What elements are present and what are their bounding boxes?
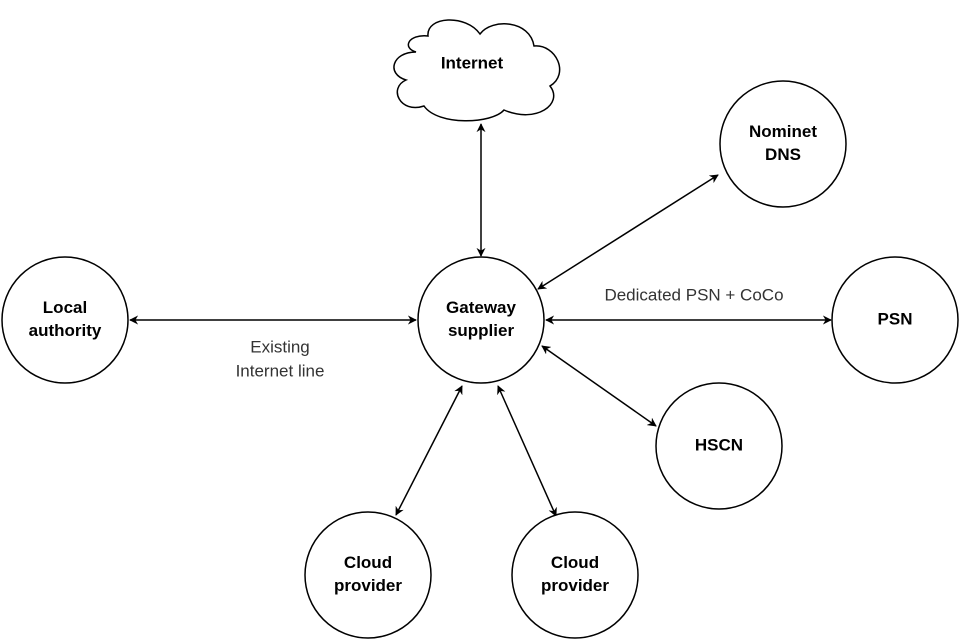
- node-cloud-provider-1[interactable]: Cloud provider: [304, 511, 432, 639]
- node-label: Internet: [441, 53, 504, 72]
- node-label: supplier: [448, 321, 515, 340]
- node-psn[interactable]: PSN: [831, 256, 959, 384]
- node-label: PSN: [878, 309, 913, 328]
- edge-gateway-nominet-dns[interactable]: [537, 174, 719, 290]
- edge-gateway-cloud-provider-2[interactable]: [497, 385, 557, 517]
- node-internet[interactable]: Internet: [393, 19, 561, 122]
- circle-shape: [655, 382, 783, 510]
- node-label: Nominet: [749, 122, 817, 141]
- node-label: provider: [541, 576, 609, 595]
- node-label: authority: [29, 321, 102, 340]
- node-label: HSCN: [695, 435, 743, 454]
- node-label: DNS: [765, 145, 801, 164]
- node-local-authority[interactable]: Local authority: [1, 256, 129, 384]
- edge-label-local-authority: Existing: [250, 337, 310, 356]
- circle-shape: [511, 511, 639, 639]
- node-label: provider: [334, 576, 402, 595]
- node-label: Local: [43, 298, 87, 317]
- circle-shape: [719, 80, 847, 208]
- cloud-shape: [393, 19, 561, 122]
- edge-label-local-authority: Internet line: [236, 361, 325, 380]
- node-label: Gateway: [446, 298, 516, 317]
- circle-shape: [1, 256, 129, 384]
- edge-gateway-hscn[interactable]: [541, 345, 657, 427]
- circle-shape: [831, 256, 959, 384]
- edges: [129, 123, 832, 517]
- circle-shape: [304, 511, 432, 639]
- node-cloud-provider-2[interactable]: Cloud provider: [511, 511, 639, 639]
- node-label: Cloud: [551, 553, 599, 572]
- node-hscn[interactable]: HSCN: [655, 382, 783, 510]
- node-gateway[interactable]: Gateway supplier: [417, 256, 545, 384]
- edge-gateway-cloud-provider-1[interactable]: [395, 385, 463, 516]
- circle-shape: [417, 256, 545, 384]
- node-label: Cloud: [344, 553, 392, 572]
- edge-label-psn: Dedicated PSN + CoCo: [604, 285, 783, 304]
